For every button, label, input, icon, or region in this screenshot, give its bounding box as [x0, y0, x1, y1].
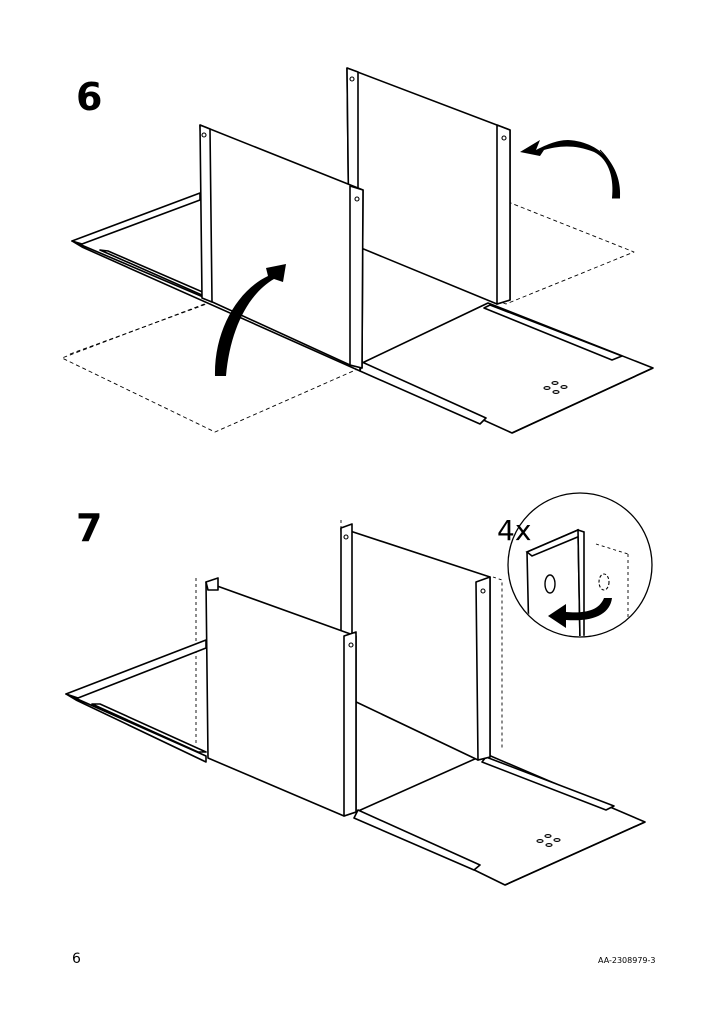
- step-6-fold-up-arrow-icon: [214, 264, 286, 376]
- step-7-front-panel: [205, 581, 357, 817]
- step-6-fold-down-arrow-icon: [520, 140, 621, 199]
- step-6-number: 6: [76, 75, 103, 119]
- step-7-detail-circle: [507, 492, 653, 638]
- quantity-label: 4x: [497, 514, 531, 547]
- step-7-back-panel: [340, 527, 491, 761]
- document-code: AA-2308979-3: [598, 956, 656, 965]
- step-7-number: 7: [76, 506, 103, 550]
- rotate-arrow-icon: [548, 598, 612, 628]
- page-number: 6: [72, 951, 81, 967]
